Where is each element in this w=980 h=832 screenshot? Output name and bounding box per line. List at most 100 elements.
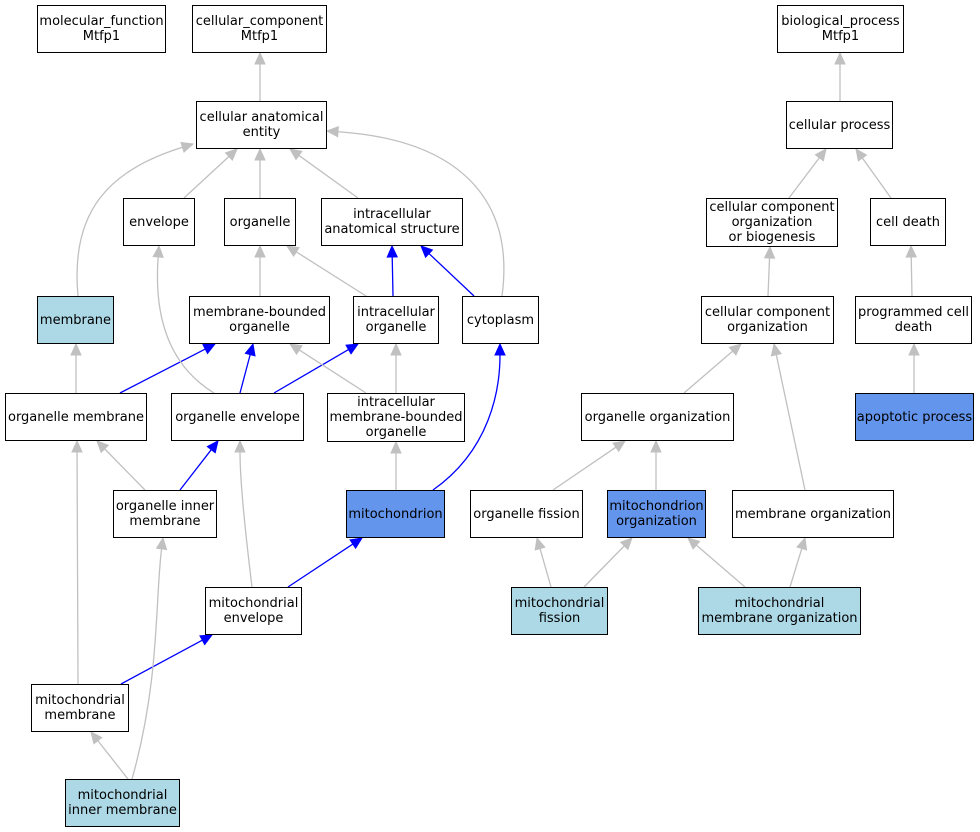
edge-membrane-to-cellular-anatomical-entity (76, 141, 195, 297)
edge-organelle-inner-membrane-to-organelle-envelope (179, 440, 219, 491)
edge-line (131, 548, 163, 780)
node-envelope[interactable]: envelope (123, 198, 195, 246)
node-organelle-organization[interactable]: organelle organization (581, 393, 734, 441)
node-label-line: envelope (223, 611, 284, 626)
edge-membrane-organization-to-cellular-component-organization (770, 342, 806, 491)
arrowhead-icon (728, 343, 742, 356)
node-label-line: membrane-bounded (329, 410, 463, 425)
node-label-line: mitochondrial (514, 596, 605, 611)
edge-mitochondrial-envelope-to-mitochondrion (287, 537, 364, 588)
edge-mitochondrial-envelope-to-organelle-envelope (234, 439, 253, 588)
node-label-line: molecular_function (39, 14, 164, 29)
node-label-line: organelle fission (473, 506, 580, 522)
edge-mitochondrial-membrane-to-mitochondrial-envelope (120, 634, 214, 685)
arrowhead-icon (908, 342, 920, 356)
edge-organelle-envelope-to-intracellular-organelle (273, 343, 360, 394)
arrowhead-icon (206, 440, 219, 454)
node-membrane-organization[interactable]: membrane organization (732, 490, 894, 538)
node-label-line: cellular component (709, 200, 835, 215)
arrowhead-icon (386, 244, 399, 258)
edge-line (767, 257, 771, 297)
node-label-line: organelle (229, 320, 290, 335)
node-label-line: mitochondrial (208, 596, 299, 611)
node-apoptotic-process[interactable]: apoptotic process (855, 393, 974, 441)
node-label-line: apoptotic process (856, 409, 973, 425)
node-label-line: Mtfp1 (240, 29, 279, 44)
edge-membrane-bounded-organelle-to-organelle (254, 244, 266, 296)
edge-mitochondrial-fission-to-organelle-fission (534, 536, 552, 588)
node-label-line: biological_process (781, 14, 900, 29)
node-membrane[interactable]: membrane (37, 296, 114, 344)
node-organelle-membrane[interactable]: organelle membrane (5, 393, 147, 441)
edge-line (552, 446, 617, 491)
node-cell-death[interactable]: cell death (870, 198, 946, 246)
arrowhead-icon (390, 342, 402, 356)
arrowhead-icon (494, 342, 506, 356)
arrowhead-icon (834, 51, 846, 65)
node-label-line: organelle envelope (175, 409, 300, 425)
arrowhead-icon (202, 343, 217, 355)
edge-line (183, 155, 230, 199)
arrowhead-icon (345, 343, 360, 355)
arrowhead-icon (96, 440, 110, 454)
edge-line (861, 157, 892, 199)
node-label-line: membrane-bounded (192, 305, 326, 320)
node-label-line: envelope (129, 214, 189, 230)
node-label-line: intracellular (357, 395, 435, 410)
node-label-line: Mtfp1 (821, 29, 860, 44)
arrowhead-icon (612, 440, 626, 453)
node-label-line: mitochondrial (77, 788, 168, 803)
node-label-line: cellular process (788, 117, 891, 133)
arrowhead-icon (285, 245, 300, 258)
edge-organelle-organization-to-cellular-component-organization (683, 343, 742, 394)
edge-mitochondrial-membrane-organization-to-mitochondrion-organization (687, 537, 746, 588)
node-mitochondrion[interactable]: mitochondrion (346, 490, 445, 538)
node-label-line: Mtfp1 (82, 29, 121, 44)
edge-line (432, 354, 501, 491)
node-label-line: cellular_component (195, 14, 324, 29)
edge-line (298, 154, 359, 199)
arrowhead-icon (71, 439, 83, 453)
node-label-line: mitochondrial (734, 596, 825, 611)
edge-line (273, 348, 349, 394)
node-label-line: cellular component (704, 305, 831, 320)
arrowhead-icon (199, 634, 214, 646)
edge-organelle-membrane-to-membrane (70, 342, 82, 393)
edge-mitochondrial-inner-membrane-to-mitochondrial-membrane (90, 731, 129, 780)
node-organelle-envelope[interactable]: organelle envelope (171, 393, 304, 441)
edge-line (539, 548, 552, 588)
node-label-line: anatomical structure (324, 222, 460, 237)
node-label-line: membrane (129, 514, 201, 529)
edge-line (179, 449, 212, 491)
node-cytoplasm[interactable]: cytoplasm (462, 296, 539, 344)
node-cellular-process[interactable]: cellular process (786, 101, 893, 149)
node-label-line: death (894, 320, 933, 335)
node-organelle-fission[interactable]: organelle fission (470, 490, 583, 538)
node-organelle[interactable]: organelle (224, 198, 296, 246)
edge-mitochondrion-to-intracellular-membrane-bounded-organelle (390, 440, 402, 490)
edge-cellular-anatomical-entity-to-cellular-component (254, 51, 266, 101)
edge-mitochondrion-to-cytoplasm (432, 342, 506, 491)
node-label-line: organization (727, 320, 808, 335)
arrowhead-icon (534, 536, 546, 551)
